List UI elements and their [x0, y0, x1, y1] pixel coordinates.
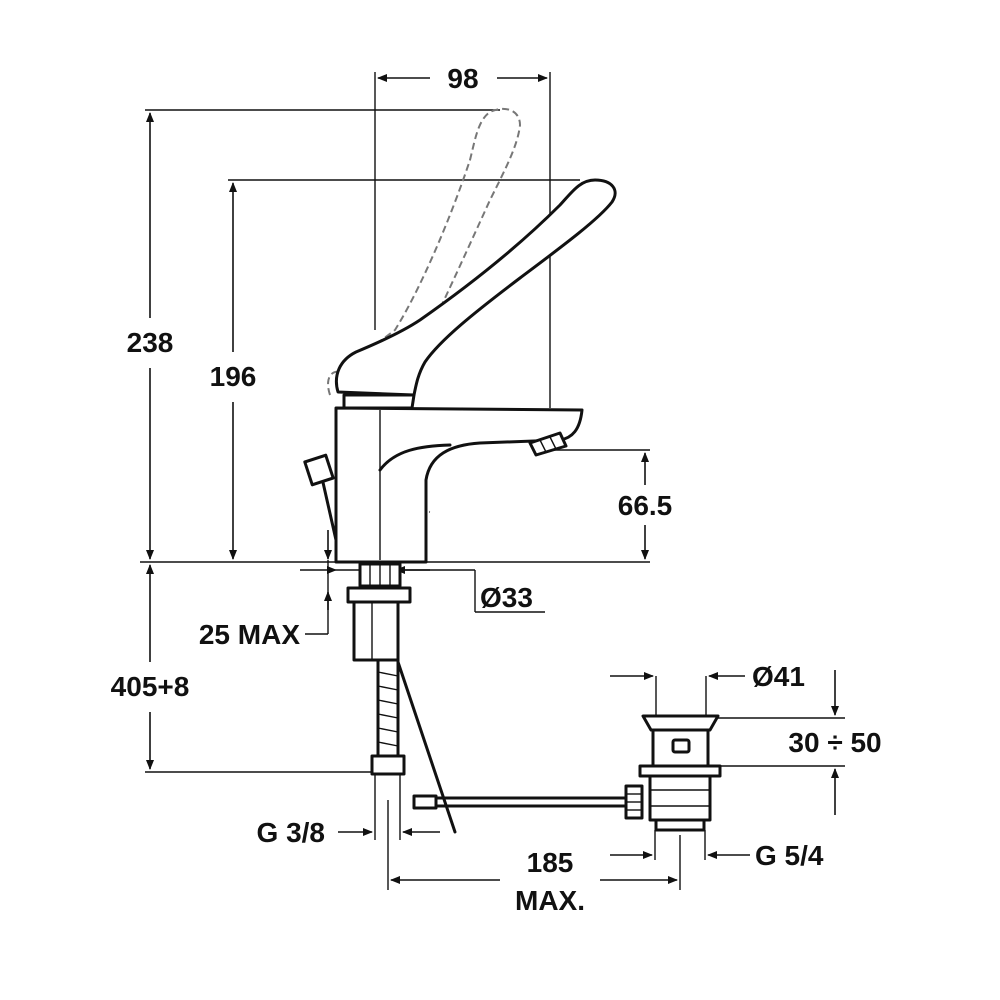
label-25-max: 25 MAX: [199, 619, 300, 650]
dimension-lines: [146, 74, 839, 884]
label-g-3-8: G 3/8: [257, 817, 325, 848]
dimension-labels: 98 238 196 66.5 Ø33 25 MAX 405+8 Ø41 30 …: [111, 63, 882, 916]
pop-up-waste: [624, 714, 722, 832]
label-196: 196: [210, 361, 257, 392]
mixer-body: [334, 178, 617, 564]
label-185: 185: [527, 847, 574, 878]
label-max: MAX.: [515, 885, 585, 916]
label-diameter-33: Ø33: [480, 582, 533, 613]
label-238: 238: [127, 327, 174, 358]
label-diameter-41: Ø41: [752, 661, 805, 692]
label-405-8: 405+8: [111, 671, 190, 702]
label-66-5: 66.5: [618, 490, 673, 521]
under-deck-assembly: [303, 453, 630, 834]
label-30-50: 30 ÷ 50: [788, 727, 881, 758]
label-g-5-4: G 5/4: [755, 840, 824, 871]
label-98: 98: [447, 63, 478, 94]
